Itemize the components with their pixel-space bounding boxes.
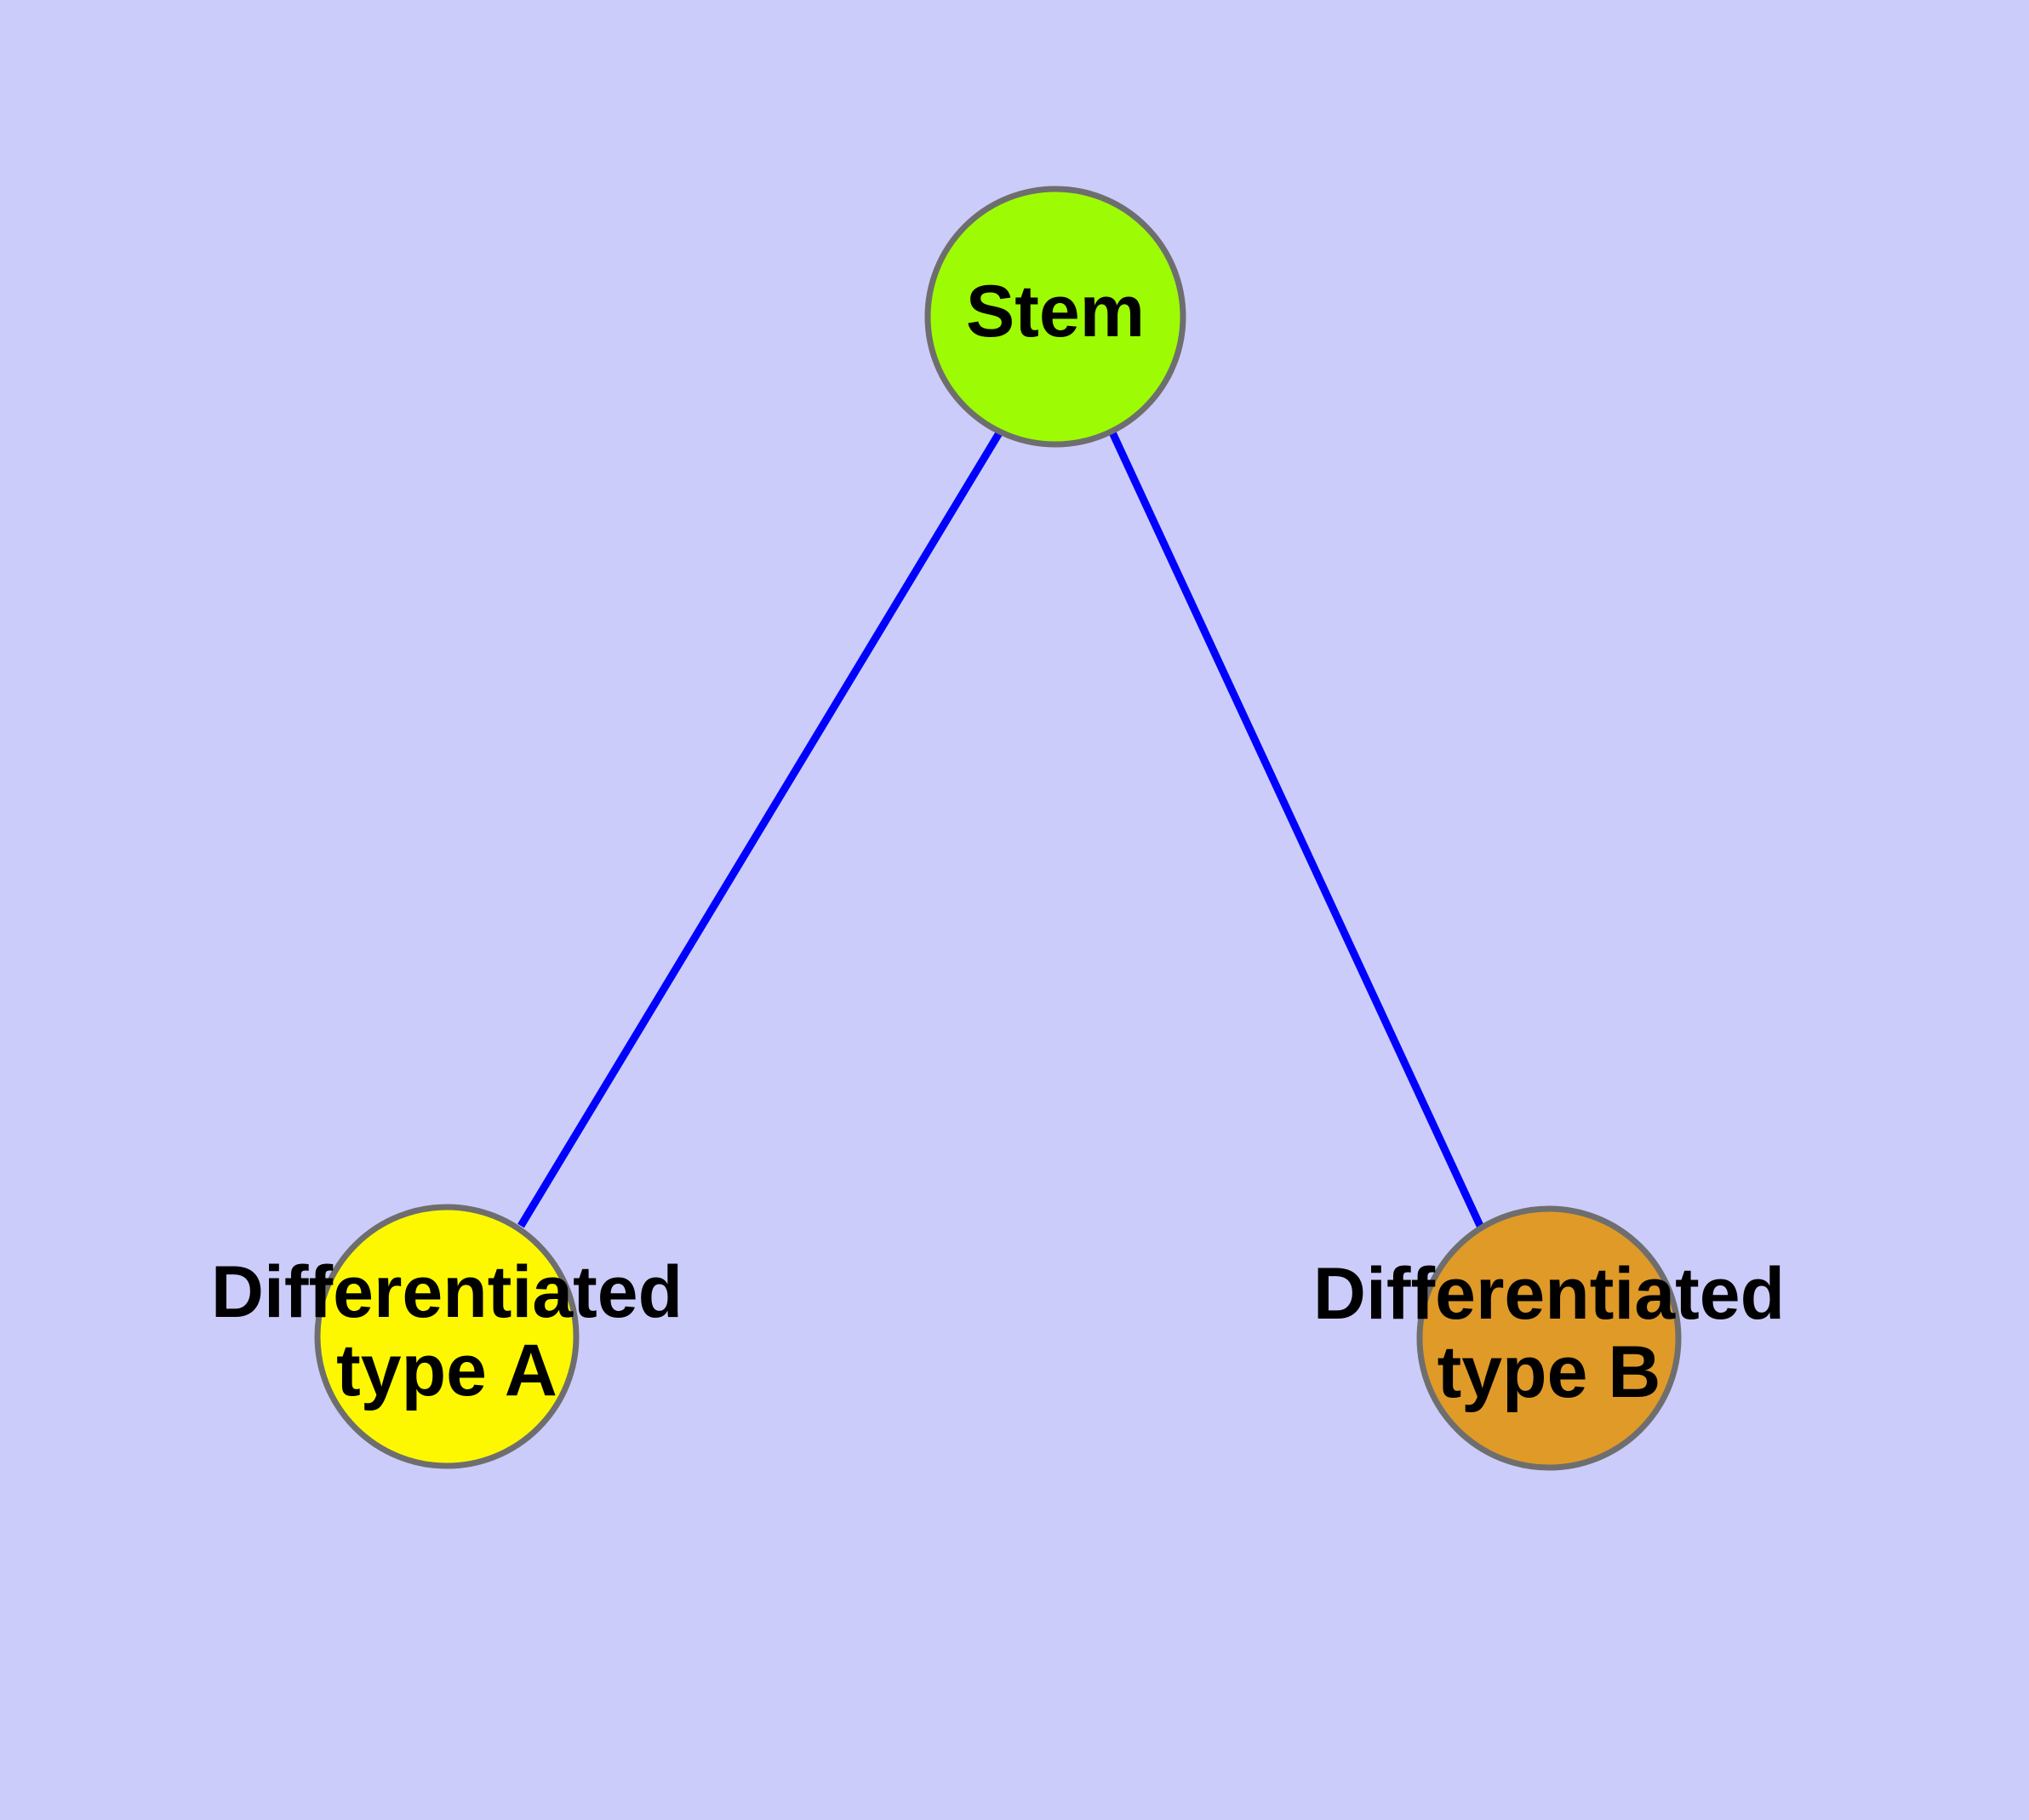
node-label-line: type A	[336, 1330, 557, 1411]
edges-layer	[517, 429, 1485, 1229]
node-diff_a[interactable]	[314, 1204, 580, 1469]
node-label-line: type B	[1437, 1331, 1661, 1413]
node-label-line: Stem	[966, 271, 1145, 352]
nodes-layer	[314, 186, 1682, 1471]
node-label-line: Differentiated	[1313, 1253, 1785, 1335]
node-label-stem: Stem	[966, 271, 1145, 352]
edge-stem-diff-a[interactable]	[517, 429, 1003, 1228]
node-label-line: Differentiated	[211, 1251, 683, 1333]
node-diff_b[interactable]	[1416, 1205, 1682, 1471]
edge-stem-diff-b[interactable]	[1108, 431, 1485, 1229]
node-stem[interactable]	[924, 186, 1186, 448]
